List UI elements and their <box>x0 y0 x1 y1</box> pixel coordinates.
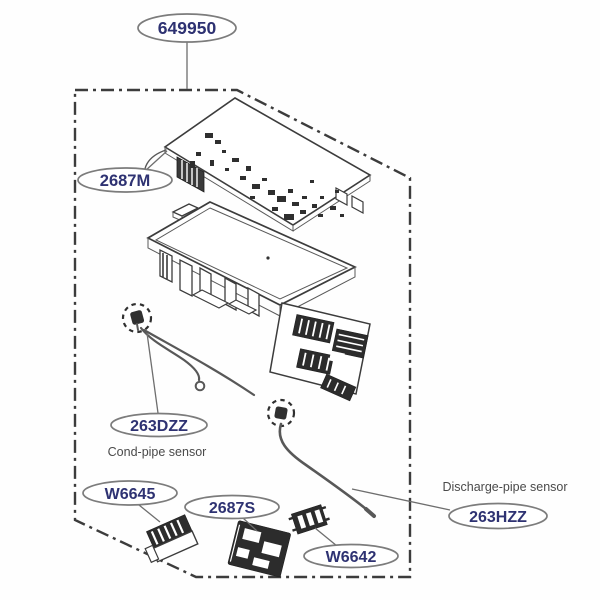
discharge-sensor-wire <box>278 422 374 516</box>
callout-w6642-label[interactable]: W6642 <box>326 549 377 566</box>
cond-sensor-wire-b <box>142 328 256 397</box>
caption-discharge-pipe-sensor: Discharge-pipe sensor <box>442 480 567 494</box>
cond-sensor-ring-terminal <box>194 380 206 392</box>
callout-649950-label[interactable]: 649950 <box>158 18 217 38</box>
leader-w6642 <box>314 527 338 547</box>
leader-2687m <box>144 150 168 172</box>
main-board-case-drawing <box>146 201 371 402</box>
cond-sensor-highlight-circle <box>121 302 153 334</box>
callout-263hzz-label[interactable]: 263HZZ <box>469 509 527 526</box>
leader-2687s <box>242 517 258 532</box>
callout-2687s-label[interactable]: 2687S <box>209 500 256 517</box>
callout-263hzz[interactable]: 263HZZ <box>448 502 548 530</box>
leader-263hzz <box>351 488 451 511</box>
caption-cond-pipe-sensor: Cond-pipe sensor <box>108 445 207 459</box>
pcb-component-marks <box>190 133 344 220</box>
leader-w6645 <box>138 504 161 523</box>
cond-pipe-sensor-drawing <box>121 302 256 397</box>
callout-2687m-label[interactable]: 2687M <box>100 172 150 190</box>
assembly-boundary <box>73 88 412 579</box>
callout-w6642[interactable]: W6642 <box>303 543 399 569</box>
callout-649950[interactable]: 649950 <box>137 13 237 43</box>
callout-2687m[interactable]: 2687M <box>77 167 173 193</box>
discharge-pipe-sensor-drawing <box>266 398 376 518</box>
cond-sensor-wire-a <box>139 326 201 382</box>
connector-w6642-drawing <box>288 504 330 535</box>
connector-w6645-drawing <box>144 514 199 564</box>
callout-w6645-label[interactable]: W6645 <box>105 486 156 503</box>
connector-2687s-drawing <box>227 520 291 578</box>
callout-2687s[interactable]: 2687S <box>184 494 280 520</box>
callout-w6645[interactable]: W6645 <box>82 480 178 506</box>
callout-263dzz-label[interactable]: 263DZZ <box>130 418 188 435</box>
leader-263dzz <box>146 332 159 414</box>
callout-263dzz[interactable]: 263DZZ <box>110 412 208 438</box>
